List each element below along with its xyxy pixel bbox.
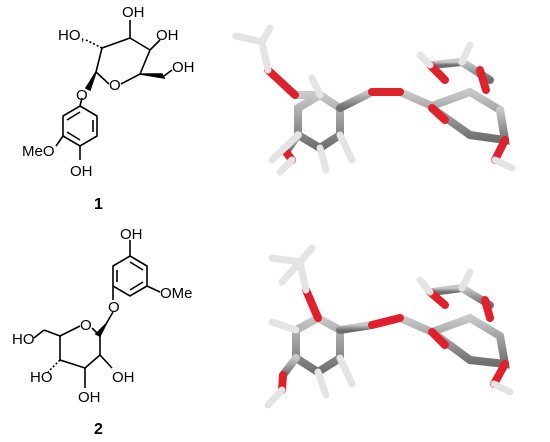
c2-methoxy: OMe bbox=[160, 285, 193, 302]
compound-2-number: 2 bbox=[94, 421, 103, 438]
c2-ring-oxygen: O bbox=[80, 317, 92, 334]
c1-link-oxygen: O bbox=[76, 87, 88, 104]
c2-phenol-oh: OH bbox=[120, 226, 143, 243]
compound-1-number: 1 bbox=[94, 196, 103, 213]
c2-oh-mid: OH bbox=[78, 389, 101, 406]
compound-1-labels: OH HO, OH O OH O MeO OH 1 bbox=[22, 4, 195, 213]
c1-phenol-oh: OH bbox=[70, 163, 93, 180]
c1-methoxy: MeO bbox=[22, 143, 55, 160]
c1-oh-left: HO, bbox=[58, 27, 85, 44]
c1-oh-right: OH bbox=[156, 27, 179, 44]
c1-ring-oxygen: O bbox=[109, 77, 121, 94]
compound-1-structure bbox=[55, 20, 173, 160]
c2-link-oxygen: O bbox=[108, 299, 120, 316]
c1-oh-top: OH bbox=[122, 4, 145, 21]
compound-2-labels: OH O OMe O HO HO OH OH 2 bbox=[12, 226, 193, 438]
c2-oh-right: OH bbox=[112, 369, 135, 386]
c2-oh-left: HO bbox=[30, 369, 53, 386]
compound-2-structure bbox=[33, 240, 161, 388]
stick-model-2 bbox=[264, 244, 514, 409]
stick-model-1 bbox=[232, 24, 516, 176]
c1-ch2oh: OH bbox=[172, 59, 195, 76]
c2-ch2oh: HO bbox=[12, 331, 35, 348]
